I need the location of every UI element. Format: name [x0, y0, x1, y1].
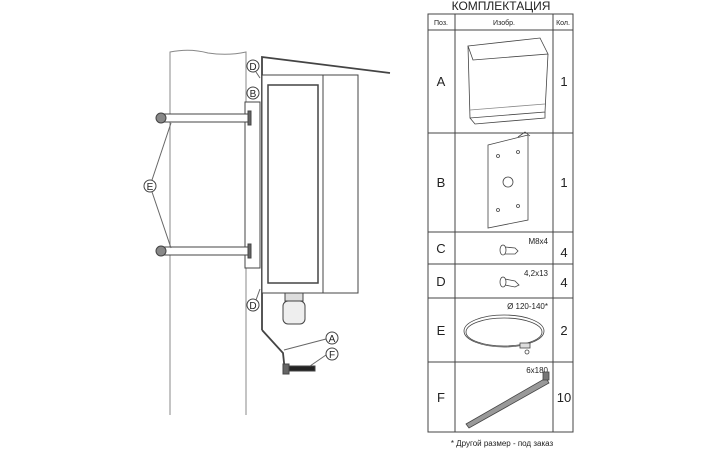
components-table	[427, 13, 574, 433]
row-a-pos: A	[437, 74, 446, 89]
clamp-bottom	[155, 243, 252, 259]
table-title: КОМПЛЕКТАЦИЯ	[452, 0, 551, 13]
callout-d-top: D	[246, 59, 260, 73]
svg-text:F: F	[329, 350, 335, 361]
svg-text:A: A	[329, 334, 336, 345]
row-d-qty: 4	[560, 275, 567, 290]
bracket-b	[244, 101, 261, 269]
header-qty: Кол.	[556, 20, 570, 27]
svg-text:E: E	[147, 182, 154, 193]
enclosure	[261, 74, 359, 294]
row-e-pos: E	[437, 323, 446, 338]
screw-c-image	[499, 244, 519, 256]
row-c-spec: M8x4	[528, 237, 548, 246]
row-c-qty: 4	[560, 245, 567, 260]
row-positions: A B C D E F	[436, 74, 445, 405]
row-specs: M8x4 4,2x13 Ø 120-140* 6x180	[507, 237, 548, 375]
callouts: D B E D A F	[143, 59, 339, 361]
screw-d-image	[499, 276, 520, 288]
header-pos: Поз.	[434, 20, 448, 27]
callout-a: A	[325, 331, 339, 345]
row-f-pos: F	[437, 390, 445, 405]
enclosure-window	[267, 84, 319, 284]
footnote: * Другой размер - под заказ	[451, 439, 554, 448]
row-a-qty: 1	[560, 74, 567, 89]
row-e-spec: Ø 120-140*	[507, 302, 548, 311]
callout-b: B	[246, 86, 260, 100]
cable-gland	[282, 292, 306, 325]
row-b-pos: B	[437, 175, 446, 190]
row-b-qty: 1	[560, 175, 567, 190]
assembly-drawing	[149, 49, 391, 415]
clamp-e-image	[463, 314, 545, 355]
row-f-qty: 10	[557, 390, 571, 405]
clamp-top	[155, 110, 252, 126]
row-d-spec: 4,2x13	[524, 269, 549, 278]
svg-text:B: B	[250, 89, 257, 100]
callout-f: F	[325, 347, 339, 361]
row-quantities: 1 1 4 4 2 10	[557, 74, 571, 405]
pole	[169, 49, 247, 415]
row-f-spec: 6x180	[526, 366, 548, 375]
cable-tie-f-image	[465, 371, 550, 429]
cable-tie	[282, 363, 316, 375]
callout-e: E	[143, 179, 157, 193]
row-e-qty: 2	[560, 323, 567, 338]
svg-text:D: D	[249, 301, 256, 312]
bracket-image	[487, 131, 531, 229]
callout-d-bottom: D	[246, 298, 260, 312]
row-d-pos: D	[436, 274, 445, 289]
svg-text:D: D	[249, 62, 256, 73]
header-image: Изобр.	[493, 19, 515, 27]
canopy-image	[467, 37, 549, 125]
row-c-pos: C	[436, 241, 445, 256]
